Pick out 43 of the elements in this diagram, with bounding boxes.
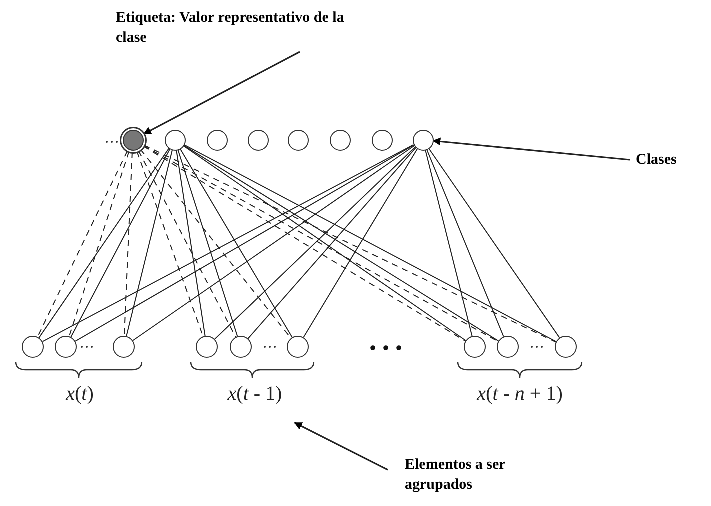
input-node-circle bbox=[497, 336, 519, 358]
class-node-circle bbox=[206, 130, 228, 150]
connection-line bbox=[68, 151, 130, 338]
input-node-circle bbox=[230, 336, 252, 358]
connection-line bbox=[126, 150, 173, 337]
class-node-circle bbox=[164, 130, 186, 150]
connection-line bbox=[132, 145, 415, 342]
connection-line bbox=[38, 148, 170, 338]
label-node-circle bbox=[122, 130, 144, 150]
annotation-text: Clases bbox=[636, 150, 698, 172]
input-node-circle bbox=[464, 336, 486, 358]
annotation-text: Etiqueta: Valor representativo de la clase bbox=[116, 8, 356, 50]
input-node-circle bbox=[113, 336, 135, 358]
connection-line bbox=[426, 149, 504, 338]
input-node-circle bbox=[555, 336, 577, 358]
class-node-circle bbox=[372, 130, 392, 150]
class-node-circle bbox=[330, 130, 350, 150]
connection-line bbox=[425, 150, 473, 337]
class-node-circle bbox=[248, 130, 268, 150]
connection-line bbox=[180, 148, 293, 338]
connection-line bbox=[138, 150, 236, 338]
group-label: x(t - n + 1) bbox=[440, 383, 600, 411]
class-node-circle bbox=[288, 130, 308, 150]
connection-line bbox=[37, 150, 128, 338]
class-node-circle bbox=[412, 130, 434, 150]
connection-line bbox=[303, 148, 418, 338]
input-node-circle bbox=[196, 336, 218, 358]
input-node-circle bbox=[287, 336, 309, 358]
connection-line bbox=[178, 150, 238, 338]
arrow bbox=[143, 51, 300, 135]
group-label: x(t) bbox=[40, 383, 120, 411]
connection-line bbox=[214, 146, 416, 340]
connection-line bbox=[248, 147, 417, 340]
connection-line bbox=[428, 148, 560, 338]
input-node-circle bbox=[55, 336, 77, 358]
input-node-circle bbox=[22, 336, 44, 358]
group-label: x(t - 1) bbox=[195, 383, 315, 411]
connection-line bbox=[124, 152, 133, 336]
connection-line bbox=[70, 148, 171, 338]
arrow bbox=[432, 138, 630, 161]
annotation-text: Elementos a ser agrupados bbox=[405, 455, 555, 497]
arrow bbox=[294, 422, 388, 471]
connection-line bbox=[176, 150, 206, 337]
